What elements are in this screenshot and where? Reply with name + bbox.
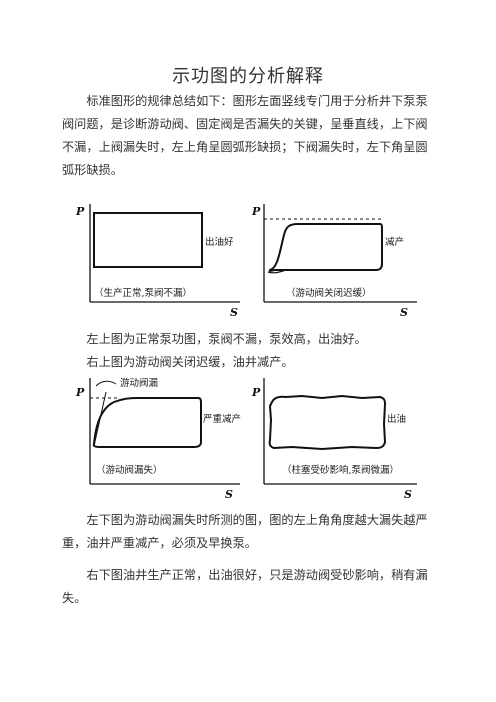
indicator-curve: [268, 394, 387, 451]
intro-paragraph: 标准图形的规律总结如下：图形左面竖线专门用于分析井下泵泵阀问题，是诊断游动阀、固…: [62, 94, 428, 177]
caption-label: （生产正常,泵阀不漏）: [94, 287, 192, 299]
caption-label: （柱塞受砂影响,泵阀微漏）: [282, 464, 399, 476]
caption-label: （游动阀关闭迟缓）: [286, 287, 372, 299]
side-label: 出油好: [205, 236, 234, 248]
indicator-curve: [92, 397, 202, 448]
figure-traveling-valve-leak: P S 游动阀漏 严重减产 （游动阀漏失）: [75, 377, 241, 501]
p-axis-label: P: [251, 205, 261, 218]
caption-line-2: 右上图为游动阀关闭迟缓，油井减产。: [86, 355, 294, 369]
min-load-trace: [267, 269, 287, 274]
indicator-curve: [268, 223, 383, 272]
caption-label: （游动阀漏失）: [96, 464, 163, 476]
indicator-curve: [93, 212, 203, 268]
top-label: 游动阀漏: [120, 377, 158, 389]
s-axis-label: S: [230, 306, 238, 319]
s-axis-label: S: [225, 488, 233, 501]
side-label: 减产: [385, 236, 404, 248]
side-label: 出油: [387, 413, 406, 425]
paragraph-4: 右下图油井生产正常，出油很好，只是游动阀受砂影响，稍有漏失。: [62, 568, 428, 605]
paragraph-3: 左下图为游动阀漏失时所测的图，图的左上角角度越大漏失越严重，油井严重减产，必须及…: [62, 513, 428, 550]
figure-slow-closing-valve: P S 减产 （游动阀关闭迟缓）: [251, 204, 417, 319]
figure-normal-pump: P S 出油好 （生产正常,泵阀不漏）: [75, 204, 240, 319]
p-axis-label: P: [75, 205, 85, 218]
s-axis-label: S: [404, 488, 412, 501]
figure-plunger-sand-effect: P S 出油 （柱塞受砂影响,泵阀微漏）: [251, 378, 417, 501]
leak-angle-arc: [95, 380, 117, 387]
page-title: 示功图的分析解释: [172, 66, 324, 87]
side-label: 严重减产: [203, 413, 241, 425]
caption-line-1: 左上图为正常泵功图，泵阀不漏，泵效高，出油好。: [86, 332, 367, 346]
p-axis-label: P: [75, 386, 85, 399]
s-axis-label: S: [400, 306, 408, 319]
p-axis-label: P: [251, 386, 261, 399]
